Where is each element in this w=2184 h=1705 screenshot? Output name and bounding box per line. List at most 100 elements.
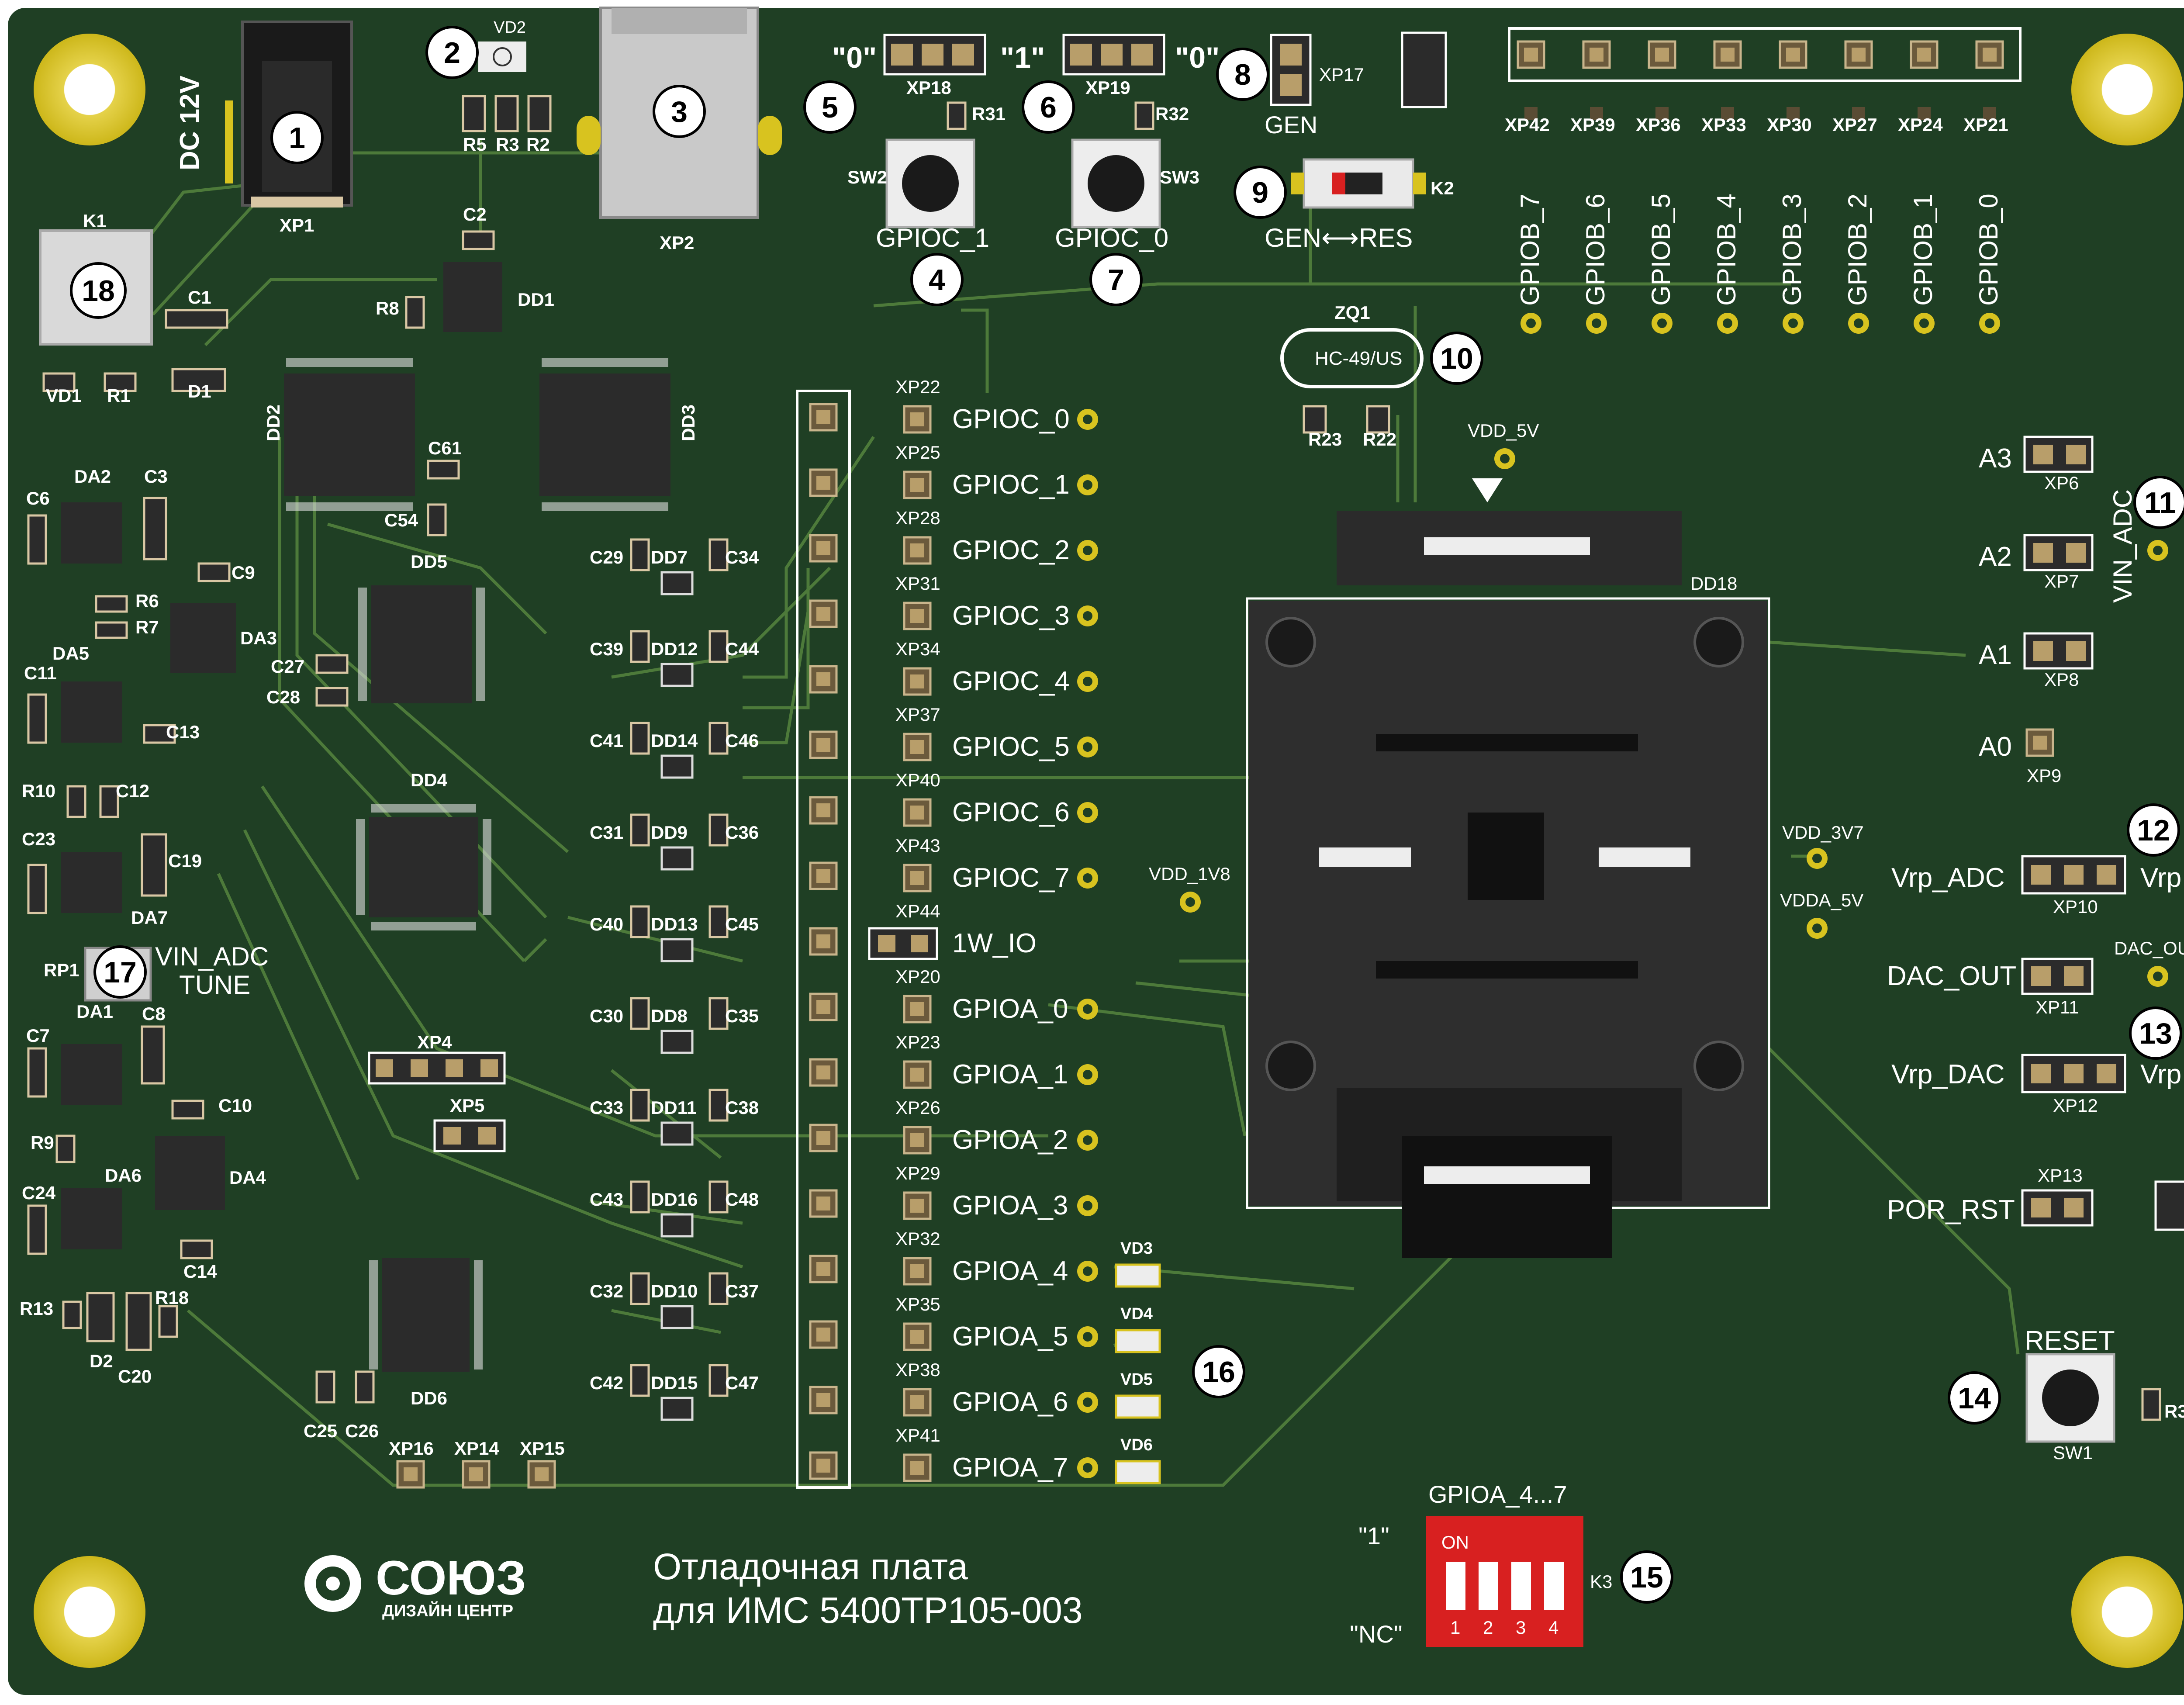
- gen-top-label: GEN: [1265, 111, 1317, 138]
- gpiob-label-7: GPIOB_0: [1974, 194, 2003, 306]
- right-a2-label: A2: [1979, 542, 2012, 572]
- gpio-row-label-10: GPIOA_1: [952, 1059, 1068, 1089]
- mid-cap-left-2: C41: [590, 730, 623, 751]
- mid-cap-l-3: [630, 813, 650, 847]
- long-header-pin-10: [809, 1058, 838, 1087]
- label-c27: C27: [271, 656, 304, 677]
- left-passive-15: [27, 693, 47, 744]
- xp19-label: XP19: [1085, 77, 1130, 98]
- xp13-pin-1: [2064, 1198, 2084, 1217]
- gpiob-pad-6: [1918, 107, 1931, 120]
- mid-cap-left-0: C29: [590, 547, 623, 567]
- left-passive-11: [95, 595, 128, 613]
- gpio-row-testpoint-14-hole: [1083, 1332, 1092, 1342]
- label-dd6: DD6: [411, 1388, 447, 1408]
- xp12-pin-1: [2064, 1064, 2084, 1083]
- gpiob-xp-label-5: XP27: [1832, 114, 1877, 135]
- left-passive-4: [462, 230, 495, 250]
- gpio-row-pin-2: [903, 536, 932, 565]
- gpiob-header-pin-6-core: [1917, 48, 1931, 62]
- callout-circle-6: [1022, 80, 1075, 134]
- mid-cap-r-0: [708, 538, 729, 571]
- label-da7: DA7: [131, 907, 168, 928]
- gpiob-xp-label-3: XP33: [1701, 114, 1746, 135]
- label-r6: R6: [135, 591, 159, 611]
- mid-cap-right-6: C38: [725, 1097, 759, 1118]
- callout-circle-5: [803, 80, 857, 134]
- dd3-label: DD3: [678, 405, 698, 441]
- gpio-row-label-0: GPIOC_0: [952, 404, 1070, 434]
- right-xp9-label: XP9: [2027, 765, 2061, 786]
- long-header-pin-11: [809, 1124, 838, 1152]
- right-a3-label: A3: [1979, 443, 2012, 474]
- gpiob-label-1: GPIOB_6: [1581, 194, 1610, 306]
- gpio-row-led-label-16: VD6: [1120, 1436, 1153, 1454]
- xp44-pin-1: [878, 935, 895, 952]
- callout-circle-13: [2129, 1006, 2182, 1060]
- long-header-pin-6-core: [816, 803, 830, 817]
- gpiob-header-pin-5-core: [1852, 48, 1866, 62]
- mid-cap-r-5: [708, 997, 729, 1030]
- right-a1-label: A1: [1979, 640, 2012, 670]
- left-passive-1: [42, 372, 76, 392]
- right-xp8-pin-2: [2066, 641, 2086, 661]
- long-header: [796, 390, 851, 1489]
- gpiob-header-pin-2-core: [1655, 48, 1669, 62]
- gpio-row-xp-15: XP38: [895, 1359, 940, 1380]
- mid-cap-l-8: [630, 1272, 650, 1305]
- callout-number-3: 3: [671, 95, 688, 128]
- por-rst-label: POR_RST: [1887, 1195, 2015, 1225]
- xp17-label: XP17: [1319, 64, 1364, 85]
- gpio-row-pin-1-core: [910, 478, 924, 492]
- vrp-adc-label: Vrp_ADC: [1891, 863, 2005, 893]
- right-xp6-label: XP6: [2044, 473, 2079, 493]
- mid-cap-r-7: [708, 1180, 729, 1214]
- xp4-pin-2: [446, 1059, 463, 1077]
- left-passive-25: [27, 1204, 47, 1255]
- r31-label: R31: [972, 104, 1006, 124]
- left-passive-27: [62, 1300, 82, 1329]
- gpiob-testpoint-2-hole: [1657, 318, 1667, 328]
- xp12-pin-0: [2031, 1064, 2051, 1083]
- label-r7: R7: [135, 617, 159, 637]
- label-c13: C13: [166, 722, 200, 742]
- left-passive-7: [427, 503, 447, 536]
- label-xp5: XP5: [450, 1095, 484, 1116]
- label-c24: C24: [22, 1183, 56, 1203]
- mounting-hole-br: [2071, 1556, 2183, 1668]
- gpio-row-testpoint-11-hole: [1083, 1135, 1092, 1145]
- mid-cap-r-4: [708, 905, 729, 938]
- gpioc1-top-label: GPIOC_1: [876, 223, 989, 252]
- dip-title-label: GPIOA_4...7: [1428, 1480, 1567, 1508]
- label-da5: DA5: [52, 643, 89, 664]
- callout-number-13: 13: [2139, 1017, 2172, 1050]
- xp11-pin-0: [2031, 966, 2051, 986]
- label-c3: C3: [144, 466, 168, 487]
- left-passive-29: [125, 1292, 152, 1351]
- dac-out-tp-label: DAC_OUT: [2114, 938, 2184, 958]
- xp12-label: XP12: [2053, 1095, 2098, 1116]
- left-passive-9: [27, 514, 47, 565]
- gpio-row-pin-5-core: [910, 740, 924, 754]
- gpioc0-top-label: GPIOC_0: [1055, 223, 1168, 252]
- gpiob-header-pin-0-core: [1524, 48, 1538, 62]
- long-header-pin-15-core: [816, 1393, 830, 1407]
- mid-ic-0: [660, 571, 694, 595]
- gpio-row-xp-2: XP28: [895, 508, 940, 528]
- mid-cap-l-4: [630, 905, 650, 938]
- mid-cap-l-1: [630, 630, 650, 663]
- label-c7: C7: [26, 1025, 50, 1046]
- callout-number-16: 16: [1202, 1356, 1235, 1389]
- gpio-row-testpoint-4-hole: [1083, 677, 1092, 686]
- label-r10: R10: [22, 781, 55, 801]
- left-passive-16: [143, 724, 176, 744]
- r31-body: [947, 101, 967, 130]
- xp10-label: XP10: [2053, 896, 2098, 917]
- gnd-pin-right: [2154, 1180, 2184, 1231]
- resistor-0: [462, 95, 486, 132]
- vdd1v8-label: VDD_1V8: [1149, 864, 1230, 884]
- mid-cap-left-1: C39: [590, 639, 623, 659]
- label-r13: R13: [20, 1298, 53, 1319]
- gpio-row-xp-12: XP29: [895, 1163, 940, 1183]
